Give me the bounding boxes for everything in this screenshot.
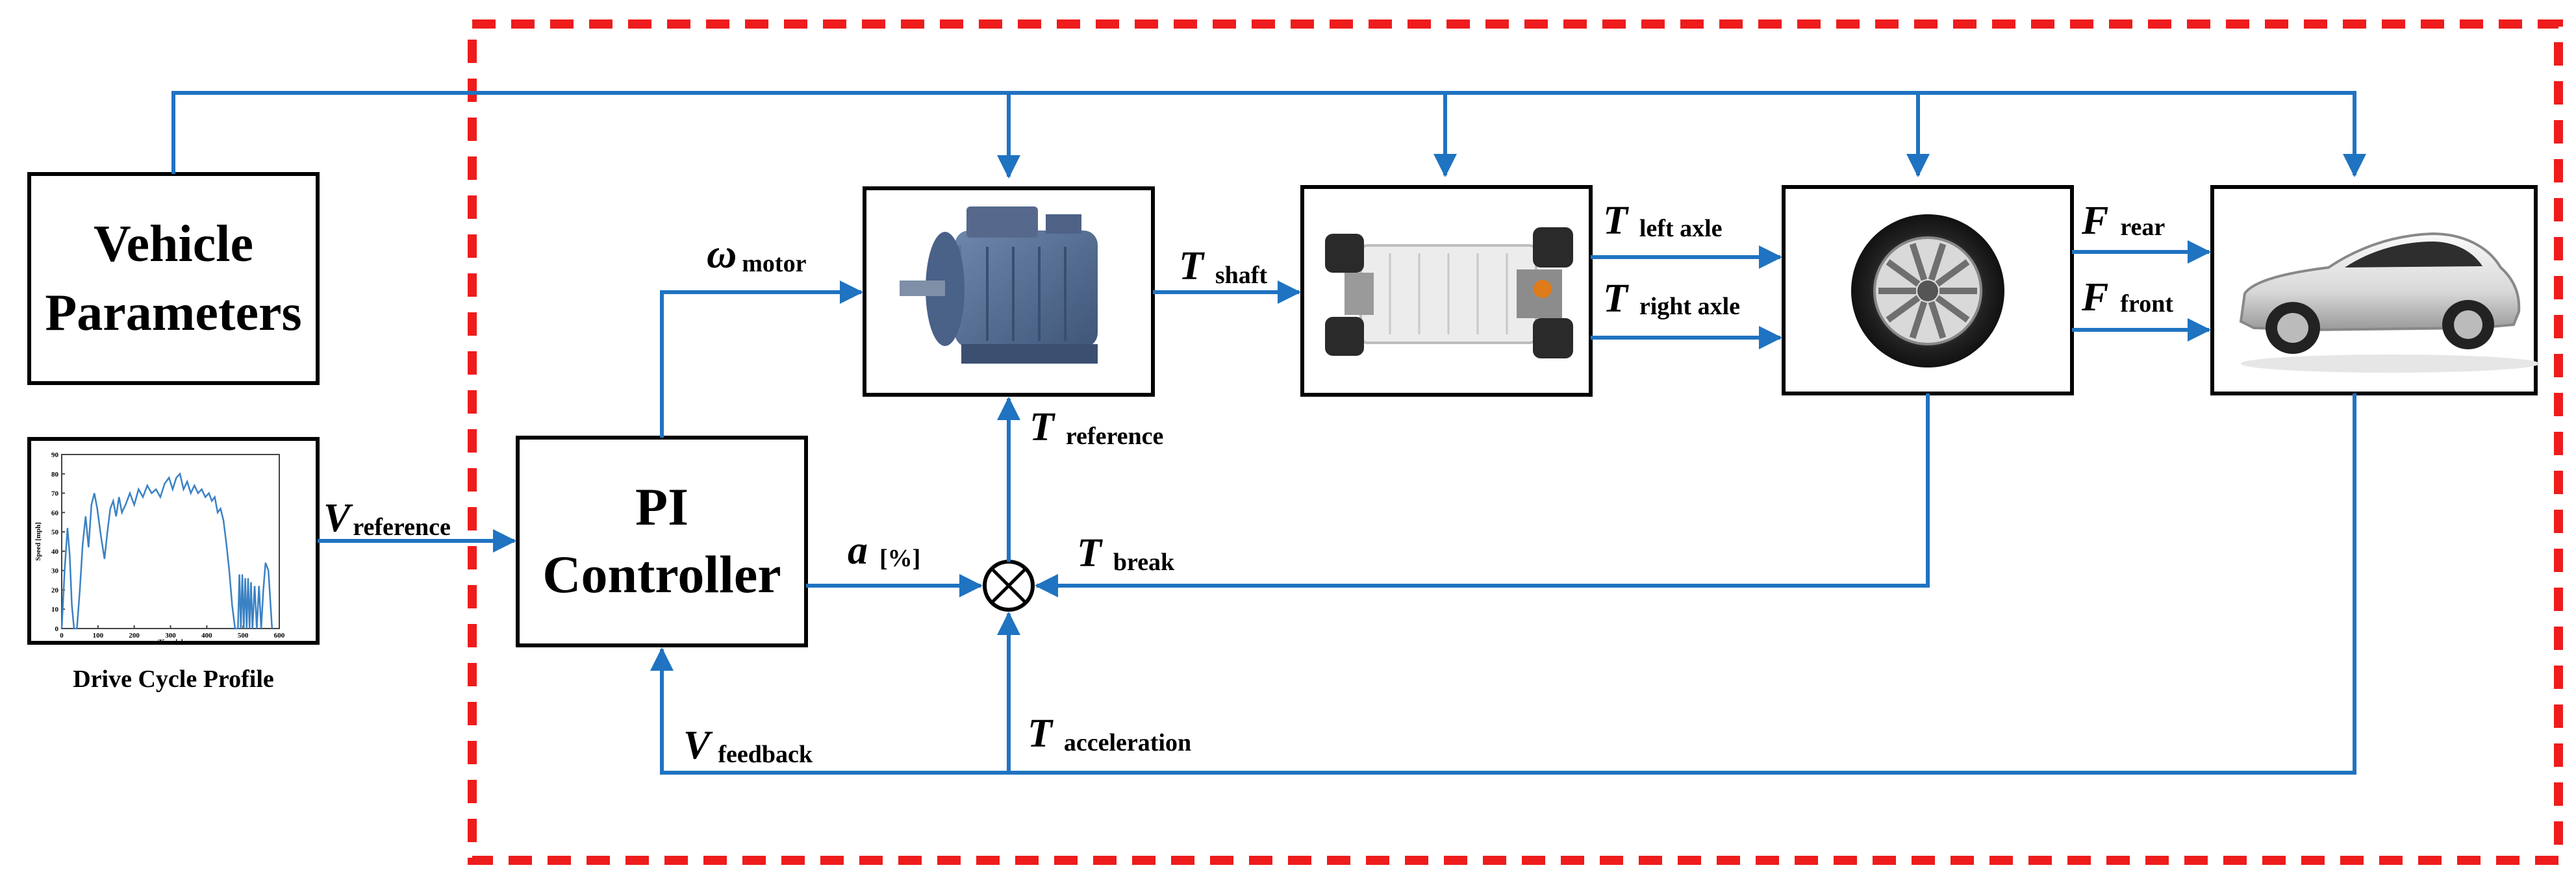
vehicle-parameters-block: Vehicle Parameters [27, 172, 320, 385]
system-boundary [468, 19, 2563, 865]
pi-controller-line2: Controller [542, 545, 781, 604]
pi-controller-line1: PI [635, 477, 688, 536]
drive-cycle-y-tick-label: 90 [51, 451, 59, 459]
t-break-wire [1035, 393, 1930, 597]
wheel-block [1782, 185, 2074, 395]
drive-cycle-y-tick-label: 70 [51, 490, 59, 498]
drive-cycle-block: 0 100 200 300 400 500 600 0 10 20 30 40 50 60 70 80 90Ti… [27, 437, 320, 693]
parameter-bus [171, 91, 2366, 179]
summing-junction-icon [983, 560, 1035, 612]
electric-car-icon [2239, 232, 2540, 373]
drive-cycle-y-tick-label: 60 [51, 509, 59, 517]
drive-cycle-x-tick-label: 300 [165, 632, 176, 640]
drive-cycle-y-tick-label: 0 [55, 625, 59, 633]
omega-motor-wire [660, 280, 863, 438]
drive-cycle-y-tick-label: 20 [51, 586, 59, 594]
drive-cycle-chart: 0 100 200 300 400 500 600 0 10 20 30 40 50 60 70 80 90Ti… [34, 451, 285, 646]
drive-cycle-y-tick-label: 30 [51, 567, 59, 575]
drive-cycle-y-tick-label: 50 [51, 529, 59, 536]
drivetrain-block [1300, 185, 1593, 397]
ev-chassis-icon [1325, 227, 1573, 358]
feedback-wire [650, 393, 2356, 775]
vehicle-block [2210, 185, 2540, 395]
motor-block [863, 186, 1155, 397]
drive-cycle-x-tick-label: 100 [93, 632, 104, 640]
drive-cycle-caption: Drive Cycle Profile [73, 666, 274, 693]
pi-controller-block: PI Controller [516, 436, 808, 647]
label-a-percent: a[%] [848, 529, 920, 573]
drive-cycle-speed-line [60, 472, 273, 630]
drive-cycle-x-tick-label: 600 [274, 632, 285, 640]
drive-cycle-x-label: Time [s] [158, 638, 183, 646]
drive-cycle-x-tick-label: 400 [201, 632, 212, 640]
drive-cycle-x-tick-label: 500 [238, 632, 249, 640]
vehicle-parameters-line2: Parameters [45, 284, 301, 342]
drive-cycle-y-tick-label: 80 [51, 471, 59, 479]
vehicle-parameters-line1: Vehicle [94, 216, 253, 273]
electric-motor-icon [900, 206, 1098, 364]
drive-cycle-y-tick-label: 40 [51, 548, 59, 556]
wheel-tire-icon [1851, 214, 2004, 368]
drive-cycle-x-tick-label: 200 [129, 632, 140, 640]
drive-cycle-y-tick-label: 10 [51, 606, 59, 614]
drive-cycle-y-label: Speed [mph] [34, 522, 42, 561]
drive-cycle-x-tick-label: 0 [60, 632, 64, 640]
